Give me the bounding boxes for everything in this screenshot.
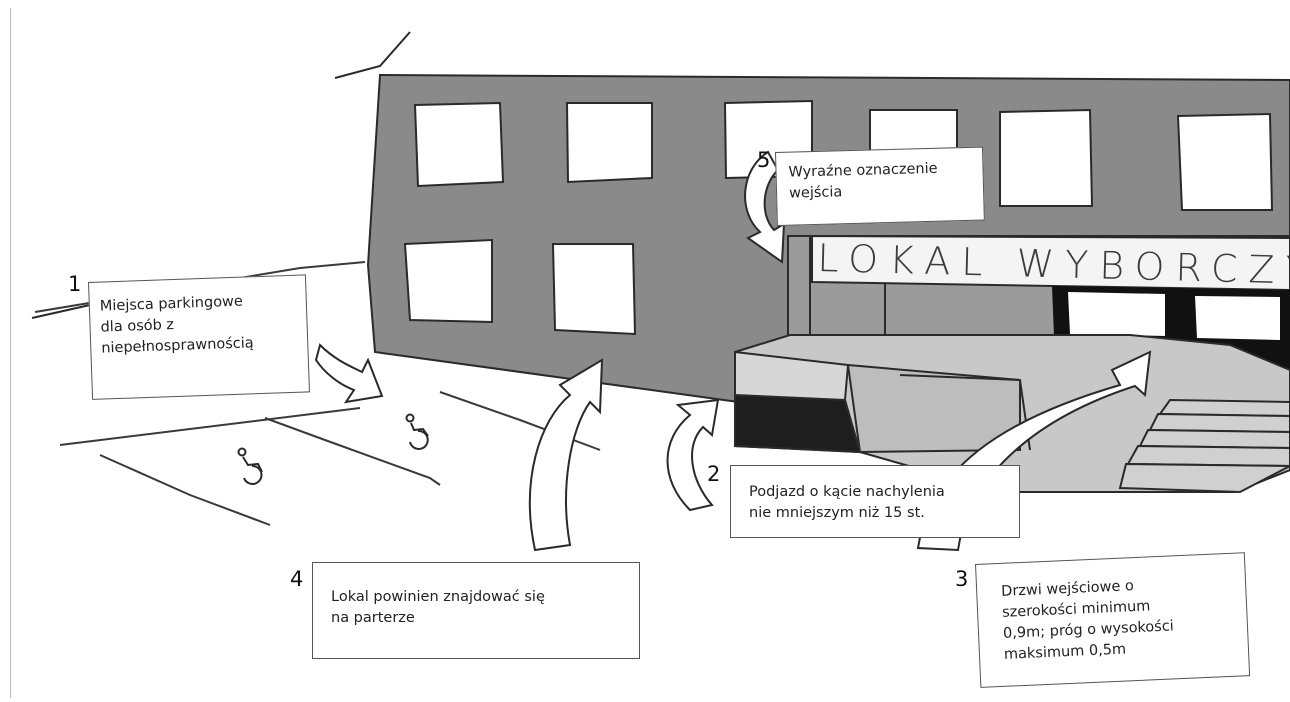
callout-doors: Drzwi wejściowe o szerokości minimum 0,9… — [975, 552, 1250, 688]
wheelchair-icon — [239, 449, 263, 484]
callout-number-3: 3 — [955, 567, 968, 591]
callout-number-2: 2 — [707, 462, 720, 486]
callout-number-4: 4 — [290, 567, 303, 591]
callout-ramp: Podjazd o kącie nachylenia nie mniejszym… — [730, 465, 1020, 538]
callout-ground-floor: Lokal powinien znajdować się na parterze — [312, 562, 640, 659]
roof-lines — [335, 32, 410, 78]
callout-number-1: 1 — [68, 272, 81, 296]
arrow-ramp — [668, 400, 719, 510]
callout-sign: Wyraźne oznaczenie wejścia — [775, 147, 985, 226]
arrow-parking — [316, 345, 382, 402]
wheelchair-icon — [407, 415, 429, 449]
arrow-ground-floor — [530, 360, 602, 550]
callout-parking: Miejsca parkingowe dla osób z niepełnosp… — [88, 274, 310, 400]
callout-number-5: 5 — [757, 148, 770, 172]
